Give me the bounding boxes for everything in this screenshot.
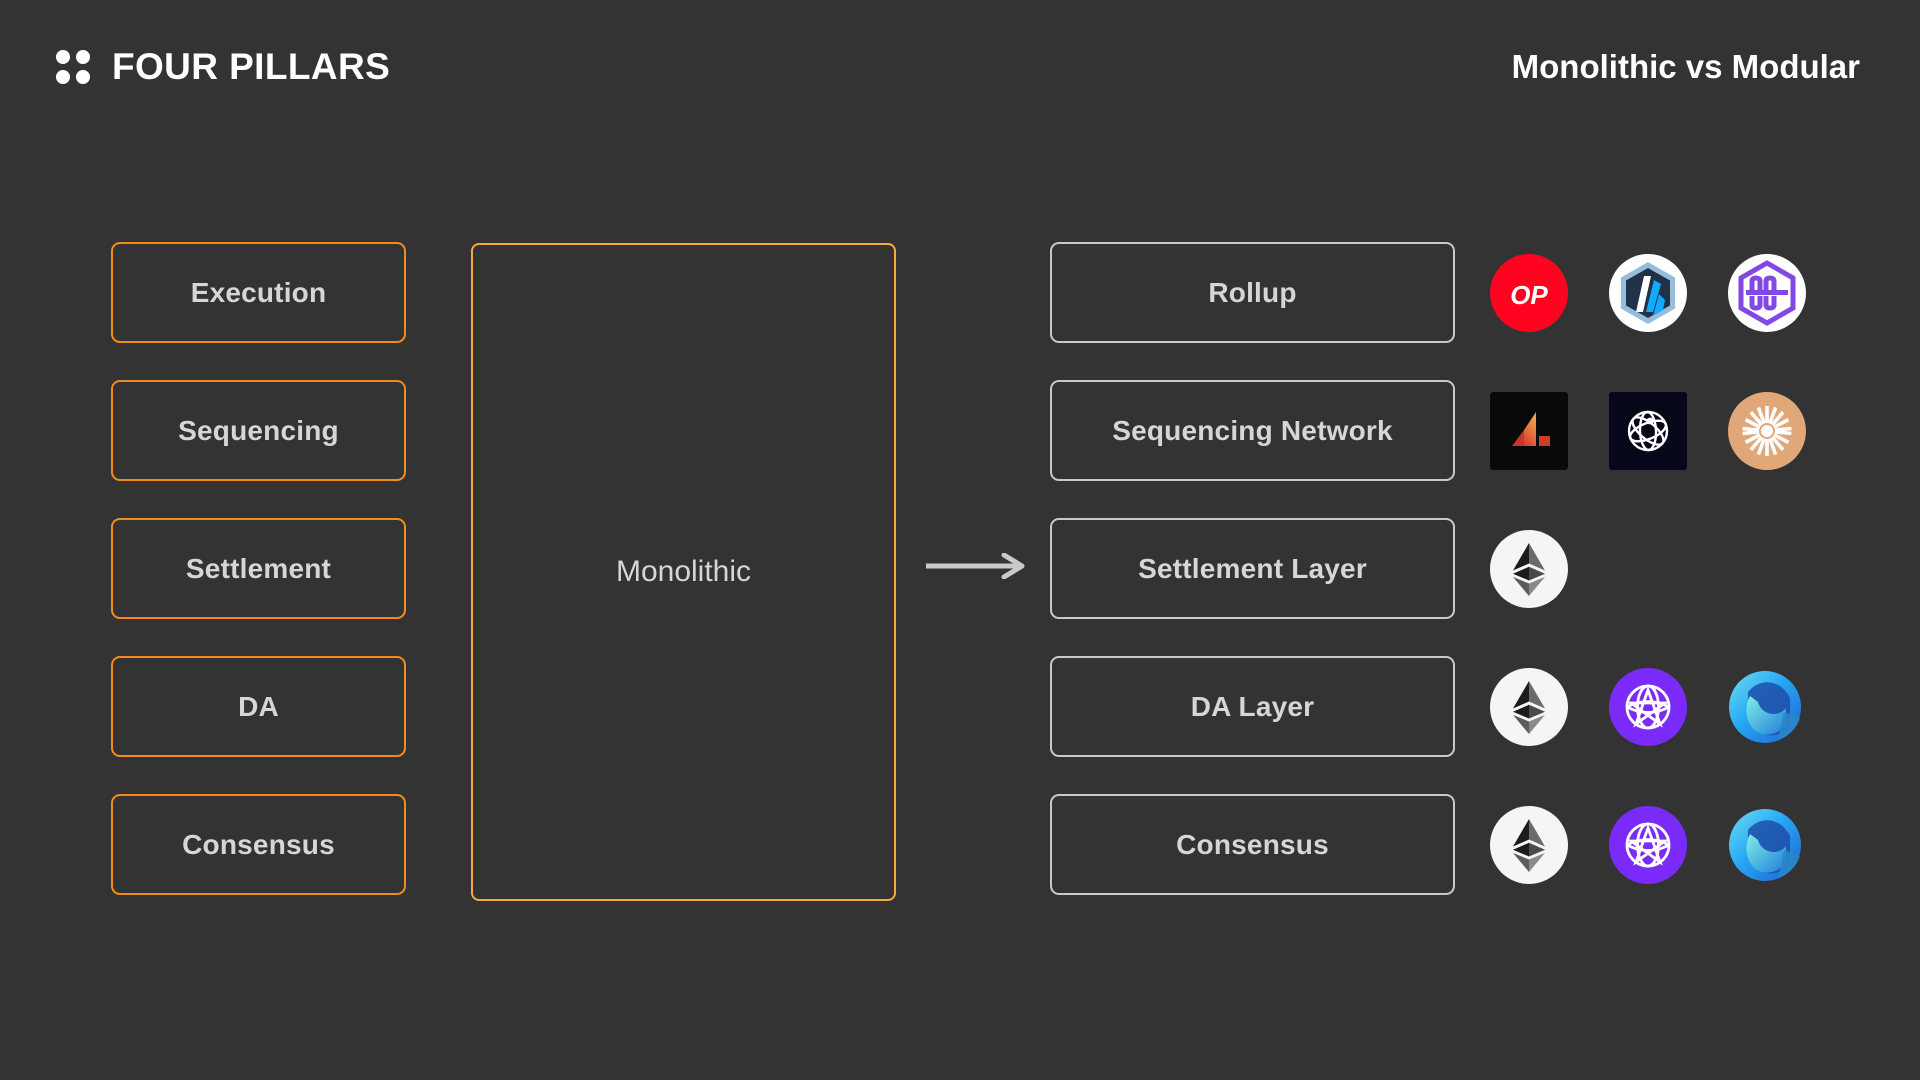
modular-column: Rollup Sequencing Network Settlement Lay… [1050, 242, 1455, 895]
modular-item-da-layer[interactable]: DA Layer [1050, 656, 1455, 757]
ethereum-logo-icon[interactable] [1490, 805, 1568, 884]
celestia-logo-icon[interactable] [1609, 805, 1687, 884]
eigenda-logo-icon[interactable] [1728, 668, 1806, 746]
modular-label: DA Layer [1190, 690, 1315, 722]
svg-text:OP: OP [1510, 280, 1548, 310]
pillar-item-settlement[interactable]: Settlement [111, 518, 406, 619]
modular-row: Settlement Layer [1050, 518, 1455, 619]
arbitrum-logo-icon[interactable] [1609, 253, 1687, 332]
modular-label: Settlement Layer [1138, 552, 1367, 584]
espresso-logo-icon[interactable] [1609, 391, 1687, 470]
optimism-logo-icon[interactable]: OP [1490, 253, 1568, 332]
pillars-column: Execution Sequencing Settlement DA Conse… [111, 242, 406, 895]
four-dots-logo-icon [56, 50, 90, 84]
pillar-label: Settlement [185, 552, 332, 584]
logo-row-rollup: OP [1490, 242, 1820, 343]
logo-row-settlement-layer [1490, 518, 1820, 619]
pillar-item-execution[interactable]: Execution [111, 242, 406, 343]
page-title: Monolithic vs Modular [1511, 48, 1860, 85]
astria-logo-icon[interactable] [1490, 391, 1568, 470]
brand-name: FOUR PILLARS [112, 46, 391, 87]
ethereum-logo-icon[interactable] [1490, 667, 1568, 746]
logo-row-da-layer [1490, 656, 1820, 757]
pillar-item-consensus[interactable]: Consensus [111, 794, 406, 895]
logo-strip: OP [1490, 242, 1820, 895]
modular-row: Sequencing Network [1050, 380, 1455, 481]
modular-row: Consensus [1050, 794, 1455, 895]
modular-label: Rollup [1208, 276, 1297, 308]
modular-item-rollup[interactable]: Rollup [1050, 242, 1455, 343]
ethereum-logo-icon[interactable] [1490, 529, 1568, 608]
pillar-item-da[interactable]: DA [111, 656, 406, 757]
modular-label: Sequencing Network [1112, 414, 1393, 446]
modular-item-consensus[interactable]: Consensus [1050, 794, 1455, 895]
eigenda-logo-icon[interactable] [1728, 806, 1806, 884]
right-arrow-icon [925, 552, 1030, 580]
monolithic-block[interactable]: Monolithic [471, 243, 896, 901]
pillar-item-sequencing[interactable]: Sequencing [111, 380, 406, 481]
radius-logo-icon[interactable] [1728, 391, 1806, 470]
modular-row: Rollup [1050, 242, 1455, 343]
celestia-logo-icon[interactable] [1609, 667, 1687, 746]
manta-logo-icon[interactable] [1728, 253, 1806, 332]
pillar-label: Execution [190, 276, 327, 308]
brand: FOUR PILLARS [56, 46, 390, 88]
monolithic-label: Monolithic [615, 555, 752, 588]
page-header: FOUR PILLARS Monolithic vs Modular [0, 0, 1920, 145]
logo-row-consensus [1490, 794, 1820, 895]
pillar-label: DA [238, 690, 279, 722]
logo-row-sequencing-network [1490, 380, 1820, 481]
modular-item-settlement-layer[interactable]: Settlement Layer [1050, 518, 1455, 619]
modular-label: Consensus [1176, 828, 1329, 860]
pillar-label: Sequencing [178, 414, 339, 446]
modular-item-sequencing-network[interactable]: Sequencing Network [1050, 380, 1455, 481]
pillar-label: Consensus [182, 828, 335, 860]
modular-row: DA Layer [1050, 656, 1455, 757]
